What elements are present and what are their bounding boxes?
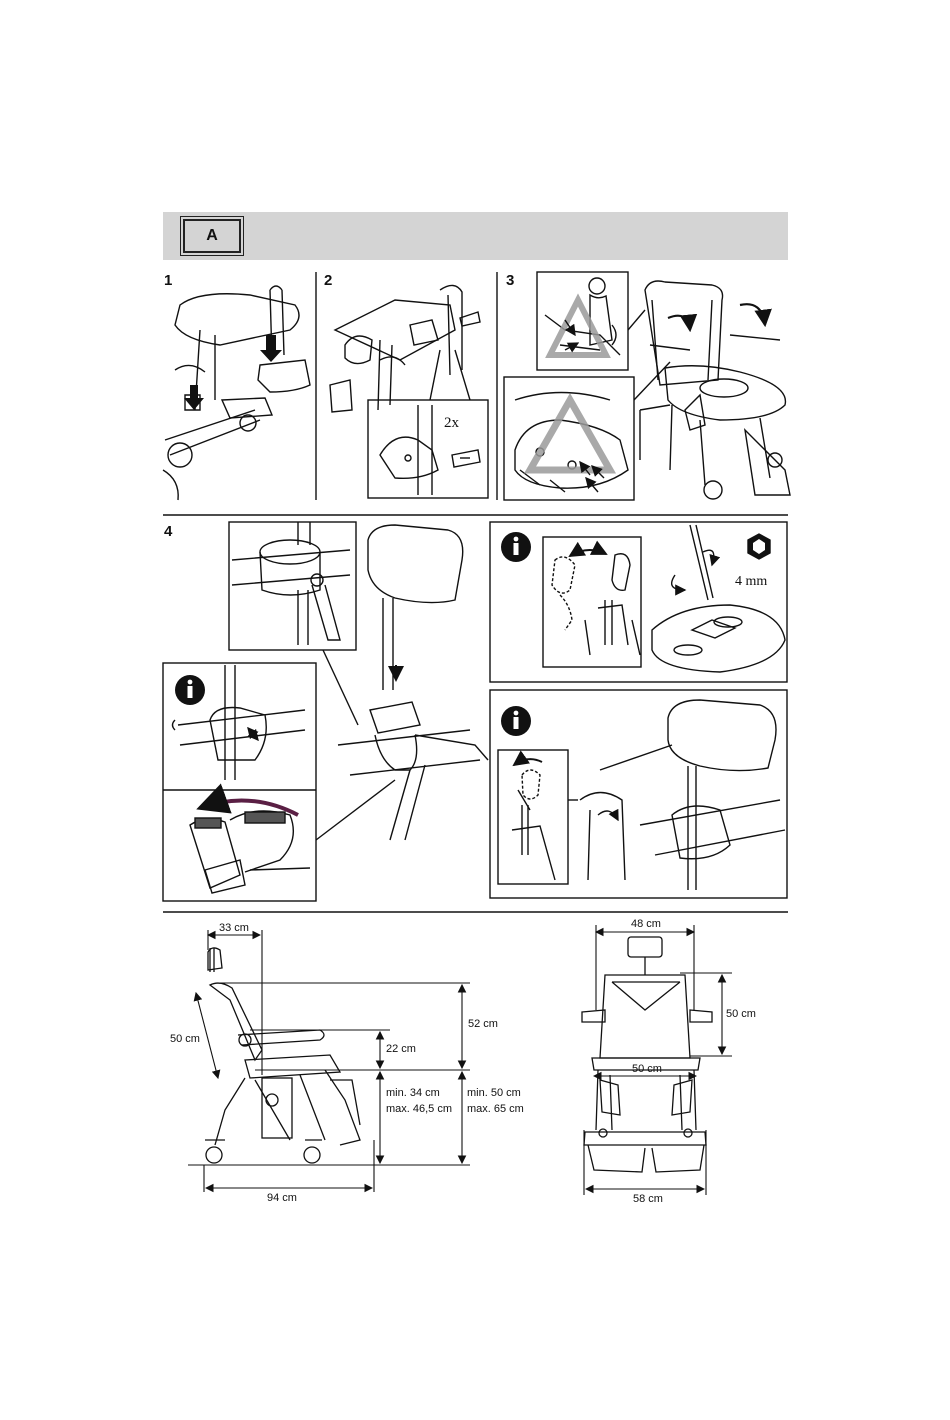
dim-armrest-height-label: 22 cm <box>386 1043 416 1055</box>
info-top-detail-drawing <box>552 554 640 655</box>
arrow-icon <box>260 335 282 362</box>
dim-armrest-width-label: 48 cm <box>631 918 661 930</box>
info-bottom-headrest-drawing <box>580 700 785 890</box>
dim-total-height-min-label: min. 50 cm <box>467 1087 521 1099</box>
tool-size-label: 4 mm <box>735 574 767 590</box>
dim-total-width-label: 58 cm <box>633 1193 663 1205</box>
step4-info-box-bottom <box>490 690 787 898</box>
step2-detail-drawing <box>380 405 480 495</box>
step4-info-box-top <box>490 522 787 682</box>
front-view-chair-drawing <box>582 937 712 1172</box>
rotation-arrow-icon <box>740 304 765 325</box>
dim-seat-height-max-label: max. 46,5 cm <box>386 1103 452 1115</box>
step1-illustration <box>163 286 310 500</box>
step2-detail-inset <box>368 400 488 498</box>
warning-triangle-icon <box>530 400 610 470</box>
dim-back-height-label: 50 cm <box>726 1008 756 1020</box>
count-label: 2x <box>444 415 459 432</box>
step2-illustration <box>330 285 480 412</box>
dim-seat-height-min-label: min. 34 cm <box>386 1087 440 1099</box>
dim-total-height-max-label: max. 65 cm <box>467 1103 524 1115</box>
step4-headrest-drawing <box>338 525 488 840</box>
dim-top-offset-label: 33 cm <box>219 922 249 934</box>
callout-line <box>323 650 358 725</box>
dim-backrest-height-label: 52 cm <box>468 1018 498 1030</box>
callout-line <box>316 780 395 840</box>
dim-seat-width-label: 50 cm <box>632 1063 662 1075</box>
side-view-chair-drawing <box>205 948 360 1163</box>
arrow-icon <box>184 385 204 410</box>
callout-line <box>628 310 645 330</box>
step4-clamp-drawing <box>232 522 350 645</box>
step3-chair-drawing <box>640 281 790 499</box>
callout-line <box>634 362 670 400</box>
callout-line <box>600 745 672 770</box>
info-bottom-detail-drawing <box>512 770 555 880</box>
rotation-arrow-icon <box>668 316 690 330</box>
dim-backrest-label: 50 cm <box>170 1033 200 1045</box>
dim-length-label: 94 cm <box>267 1192 297 1204</box>
